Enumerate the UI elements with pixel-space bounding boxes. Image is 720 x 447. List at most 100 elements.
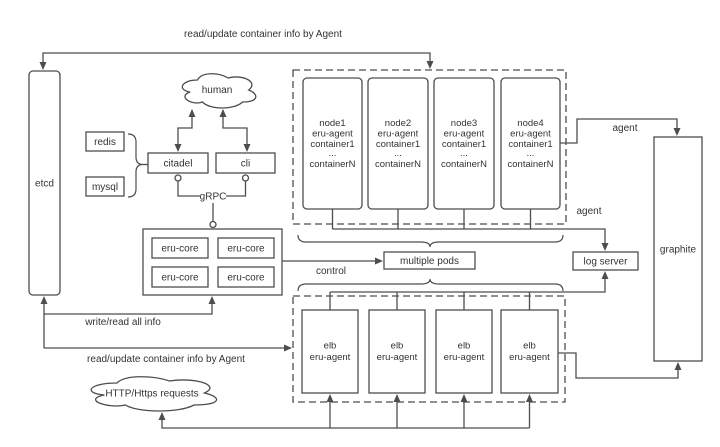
etcd-label: etcd: [35, 179, 54, 190]
edge-requests-elbs: [158, 394, 533, 429]
elb4-box-group: elb eru-agent: [500, 309, 559, 394]
edge-human-cli: [219, 109, 251, 152]
node1-line2: eru-agent: [312, 129, 353, 140]
elb3-line2: eru-agent: [444, 352, 485, 363]
human-cloud: [181, 73, 257, 109]
elb2-box: [368, 309, 426, 394]
elb4-line2: eru-agent: [509, 352, 550, 363]
eru-core-label-4: eru-core: [227, 273, 265, 284]
node3-line2: eru-agent: [444, 129, 485, 140]
arrowhead: [208, 296, 216, 304]
edge-line: [226, 181, 247, 197]
grpc-port-citadel: [174, 174, 182, 182]
edge-grpc: gRPC: [174, 174, 250, 229]
eru-core-label-2: eru-core: [227, 244, 265, 255]
arrowhead: [40, 296, 48, 304]
cli-label: cli: [241, 159, 250, 170]
node3-line4: ...: [460, 148, 468, 159]
arrowhead: [158, 412, 166, 420]
node4-box-group: node4 eru-agent container1 ... container…: [500, 77, 561, 210]
eru-core-label-1: eru-core: [161, 244, 199, 255]
nodes-brace: [297, 234, 564, 248]
edge-human-citadel: [174, 109, 196, 152]
mysql-box: [85, 176, 125, 197]
elb3-box: [435, 309, 493, 394]
arrowhead: [674, 362, 682, 370]
edge-line: [330, 278, 606, 293]
graphite-label: graphite: [660, 245, 697, 256]
node3-line3: container1: [442, 139, 486, 150]
agent-label-mid: agent: [576, 206, 601, 217]
read-update-label: read/update container info by Agent: [87, 354, 245, 365]
node2-line5: containerN: [375, 159, 421, 170]
http-requests-label: HTTP/Https requests: [105, 389, 198, 400]
eru-core-box-3: [151, 266, 209, 288]
arrowhead: [174, 144, 182, 152]
grpc-port-cli: [241, 174, 250, 182]
arrowhead: [393, 394, 401, 402]
arrowhead: [243, 144, 251, 152]
redis-mysql-brace: [127, 133, 144, 198]
log-server-box: [572, 251, 639, 271]
edge-line: [332, 228, 606, 244]
edge-label-read-update-top: read/update container info by Agent: [184, 29, 342, 40]
eru-core-box-2: [217, 237, 275, 259]
node2-line1: node2: [385, 118, 411, 129]
arrowhead: [601, 243, 609, 251]
multiple-pods-label: multiple pods: [400, 256, 459, 267]
edge-line: [177, 110, 193, 145]
node1-box-group: node1 eru-agent container1 ... container…: [302, 77, 363, 210]
eru-core-label-3: eru-core: [161, 273, 199, 284]
edge-line: [42, 52, 431, 63]
arrowhead: [375, 257, 383, 265]
arrowhead: [284, 344, 292, 352]
edge-node4-graphite: agent: [560, 118, 681, 144]
node1-line5: containerN: [310, 159, 356, 170]
edge-elbs-logserver: [329, 271, 609, 310]
node4-line2: eru-agent: [510, 129, 551, 140]
citadel-label: citadel: [164, 159, 193, 170]
arrowhead: [526, 394, 533, 402]
node2-box-group: node2 eru-agent container1 ... container…: [367, 77, 429, 210]
elb3-box-group: elb eru-agent: [435, 309, 493, 394]
node1-line4: ...: [329, 148, 337, 159]
node4-line5: containerN: [508, 159, 554, 170]
etcd-box: [28, 70, 61, 296]
elb4-line1: elb: [523, 341, 536, 352]
arrowhead: [326, 394, 334, 402]
elb1-line1: elb: [324, 341, 337, 352]
node2-line2: eru-agent: [378, 129, 419, 140]
write-read-label: write/read all info: [84, 317, 161, 328]
node4-line3: container1: [508, 139, 552, 150]
edge-line: [222, 110, 248, 145]
multiple-pods-box: [383, 251, 476, 270]
edge-etcd-nodes-top: read/update container info by Agent: [39, 29, 434, 70]
human-label: human: [202, 85, 233, 96]
arrowhead: [188, 109, 196, 117]
agent-label-top: agent: [612, 123, 637, 134]
node3-line5: containerN: [441, 159, 487, 170]
node4-line1: node4: [517, 118, 543, 129]
node-cluster-dashed-box: [292, 69, 567, 225]
redis-label: redis: [94, 137, 116, 148]
elb-cluster-dashed-box: [292, 295, 566, 403]
log-server-label: log server: [584, 257, 629, 268]
edge-line: [560, 118, 678, 144]
node2-line4: ...: [394, 148, 402, 159]
http-requests-cloud: [90, 376, 217, 412]
node4-line4: ...: [527, 148, 535, 159]
arrowhead: [426, 61, 434, 69]
edge-control: control: [282, 257, 383, 277]
elb2-line1: elb: [391, 341, 404, 352]
mysql-label: mysql: [92, 182, 118, 193]
elb2-line2: eru-agent: [377, 352, 418, 363]
elbs-brace: [297, 278, 564, 292]
node1-line1: node1: [319, 118, 345, 129]
edge-etcd-elbs-readupdate: read/update container info by Agent: [44, 344, 292, 365]
node2-line3: container1: [376, 139, 420, 150]
elb1-box-group: elb eru-agent: [301, 309, 359, 394]
control-label: control: [316, 266, 346, 277]
node1-line3: container1: [310, 139, 354, 150]
elb3-line1: elb: [458, 341, 471, 352]
